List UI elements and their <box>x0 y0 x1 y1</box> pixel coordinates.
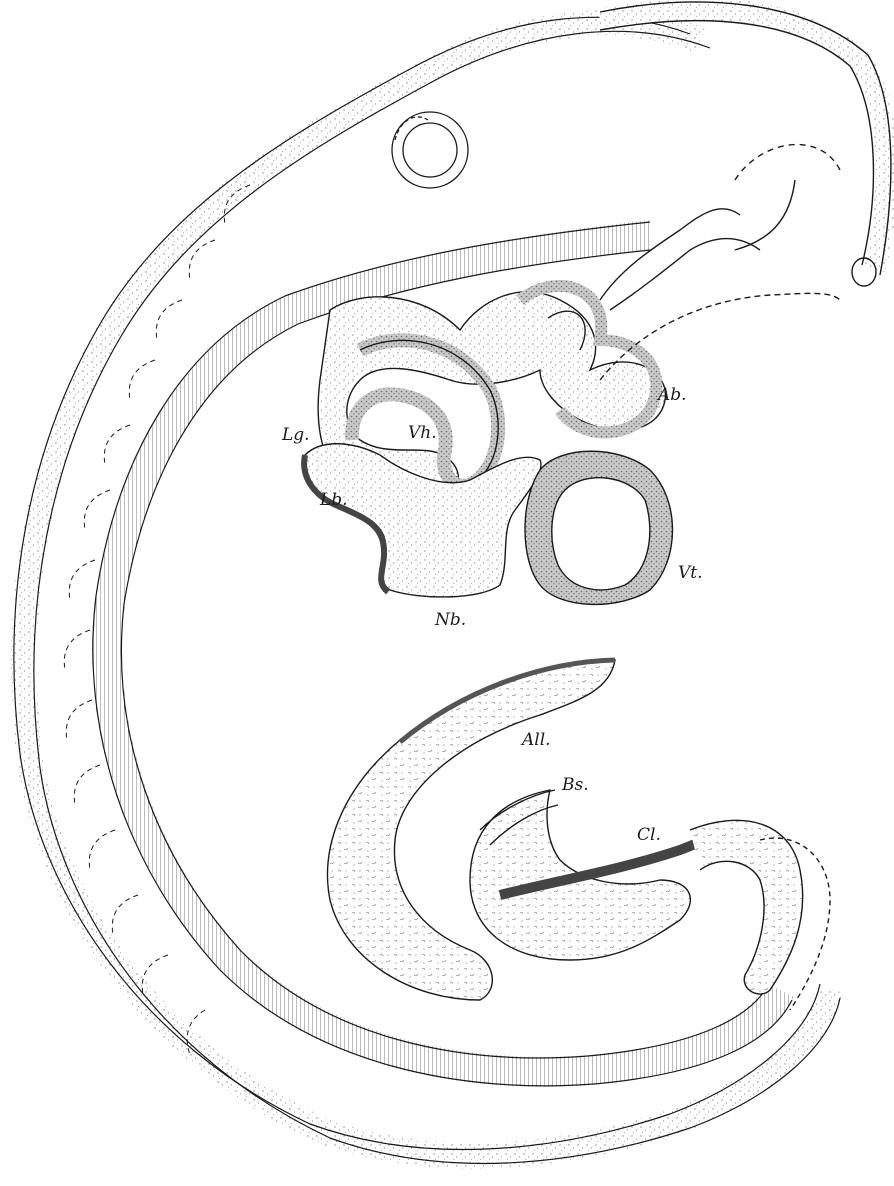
label-vt: Vt. <box>678 563 703 583</box>
label-lg: Lg. <box>281 425 310 445</box>
heart-ventricle <box>525 451 673 604</box>
label-vh: Vh. <box>408 423 437 443</box>
label-ab: Ab. <box>656 385 687 405</box>
label-lb: Lb. <box>319 490 348 510</box>
label-bs: Bs. <box>561 775 589 795</box>
label-nb: Nb. <box>434 610 466 630</box>
hindgut-complex <box>328 660 830 1010</box>
otic-vesicle <box>392 112 468 188</box>
label-all: All. <box>520 730 551 750</box>
label-cl: Cl. <box>637 825 661 845</box>
